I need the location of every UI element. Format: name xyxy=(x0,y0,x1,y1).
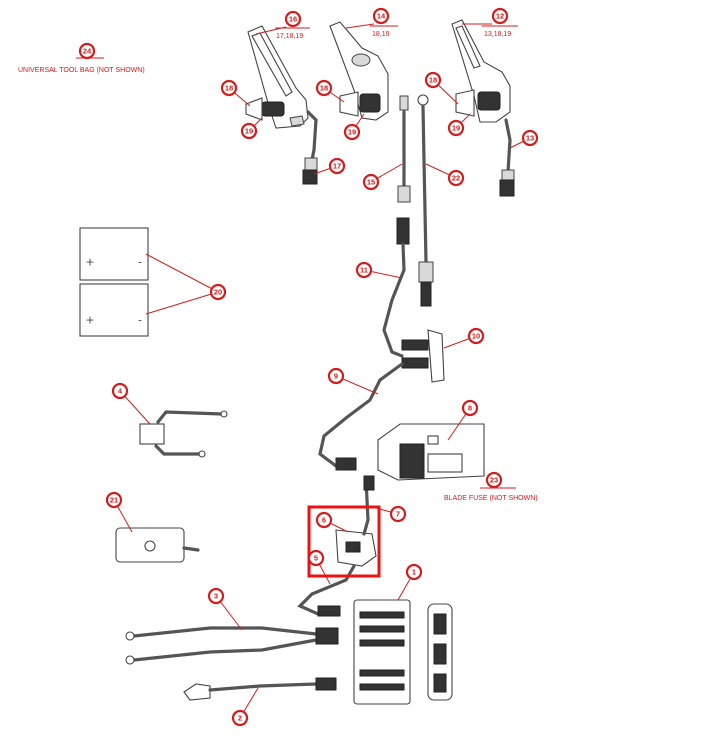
callout-21: 21 xyxy=(110,496,118,505)
callout-4: 4 xyxy=(118,387,123,396)
relay-harness-4 xyxy=(139,410,228,458)
callout-12: 12 xyxy=(496,12,504,21)
cable-9 xyxy=(318,362,404,471)
minus-terminal: - xyxy=(138,256,142,269)
controller-1 xyxy=(353,599,453,705)
minus-terminal: - xyxy=(138,314,142,327)
cable-22 xyxy=(417,94,434,307)
callout-20: 20 xyxy=(214,288,222,297)
fuse-block-8 xyxy=(377,423,485,481)
battery-20-top: + - xyxy=(79,227,149,281)
callout-1: 1 xyxy=(412,568,416,577)
callout-22: 22 xyxy=(452,174,460,183)
callout-19-left: 19 xyxy=(245,127,253,136)
callout-8: 8 xyxy=(468,404,472,413)
cable-11 xyxy=(382,217,410,358)
joystick-handle-16 xyxy=(245,25,318,185)
sub-label-14: 18,19 xyxy=(372,31,390,38)
harness-3 xyxy=(125,626,339,665)
callout-15-cable: 15 xyxy=(367,178,375,187)
joystick-handle-12 xyxy=(451,19,515,197)
callout-9: 9 xyxy=(334,372,338,381)
cable-2 xyxy=(183,677,337,701)
note-blade-fuse: BLADE FUSE (NOT SHOWN) xyxy=(444,495,538,502)
beeper-21 xyxy=(115,527,200,563)
callout-16: 16 xyxy=(289,15,297,24)
callout-23: 23 xyxy=(490,476,498,485)
sub-label-16: 17,18,19 xyxy=(276,33,303,40)
callout-19-right: 19 xyxy=(452,124,460,133)
joystick-handle-14 xyxy=(329,21,389,121)
highlight-box xyxy=(307,505,381,578)
cable-15 xyxy=(397,95,411,203)
callout-18-middle: 18 xyxy=(320,84,328,93)
sub-label-12: 13,18,19 xyxy=(484,31,511,38)
callout-18-left: 18 xyxy=(225,84,233,93)
bracket-10 xyxy=(401,329,445,383)
note-universal-tool-bag: UNIVERSAL TOOL BAG (NOT SHOWN) xyxy=(18,67,145,74)
callout-17: 17 xyxy=(333,162,341,171)
callout-5: 5 xyxy=(314,554,318,563)
battery-20-bottom: + - xyxy=(79,283,149,337)
plus-terminal: + xyxy=(85,314,94,327)
harness-6 xyxy=(335,475,377,567)
callout-13: 13 xyxy=(526,134,534,143)
callout-11: 11 xyxy=(360,266,368,275)
callout-14: 14 xyxy=(377,12,386,21)
callout-19-middle: 19 xyxy=(348,128,356,137)
callout-6: 6 xyxy=(322,516,326,525)
callout-7: 7 xyxy=(396,510,400,519)
callout-2: 2 xyxy=(238,714,242,723)
callout-3: 3 xyxy=(214,592,218,601)
callout-10: 10 xyxy=(472,332,480,341)
callout-24: 24 xyxy=(83,47,92,56)
callout-rings xyxy=(78,7,539,727)
plus-terminal: + xyxy=(85,256,94,269)
callout-18-right: 18 xyxy=(429,76,437,85)
cable-5 xyxy=(297,564,356,617)
